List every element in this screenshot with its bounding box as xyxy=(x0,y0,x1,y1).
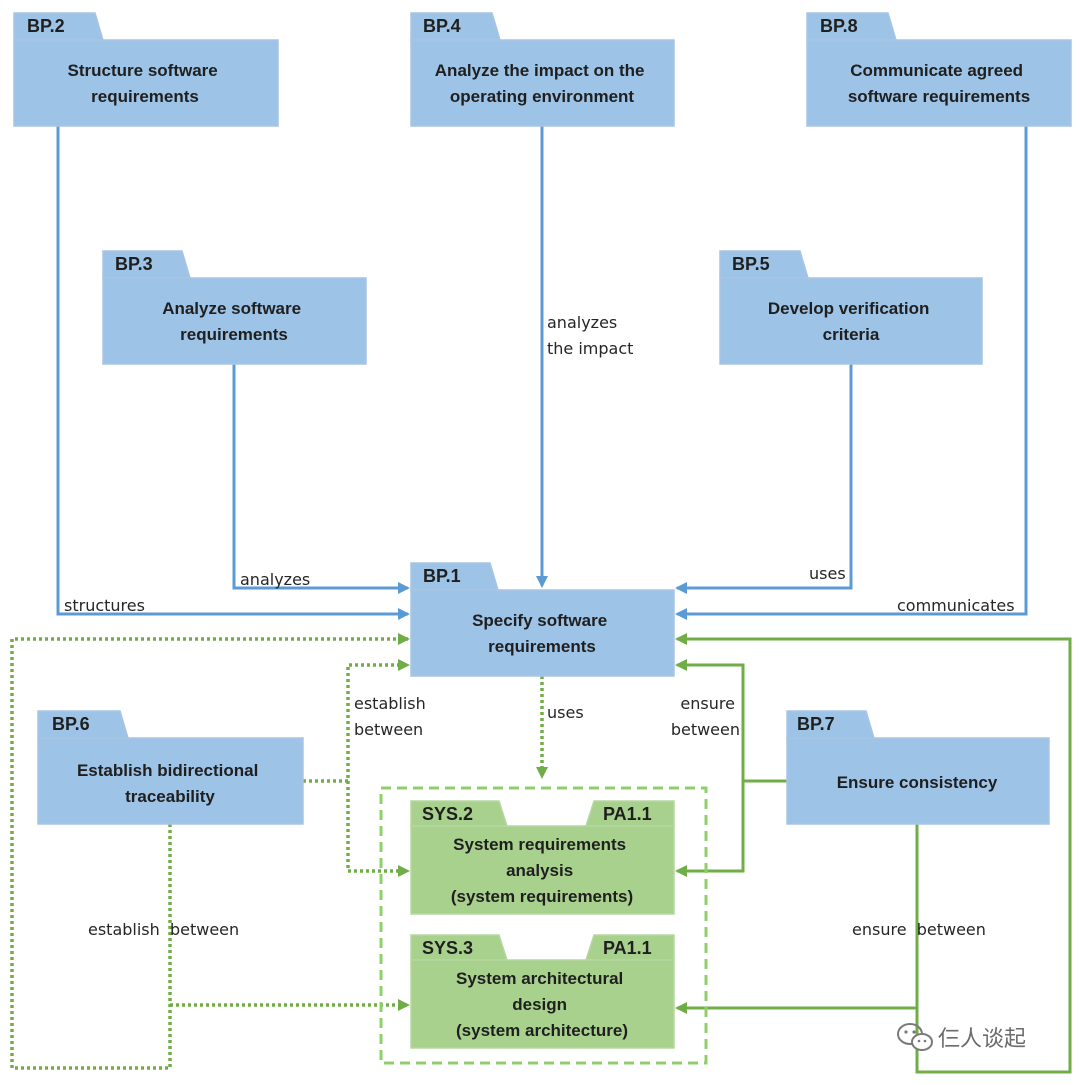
wechat-icon xyxy=(897,1023,933,1051)
node-label-line: (system architecture) xyxy=(456,1021,628,1040)
edge-label-establish-between-bottom: establish between xyxy=(88,920,239,939)
node-sys2[interactable]: SYS.2 PA1.1 System requirements analysis… xyxy=(410,800,675,915)
node-label-line: Analyze software xyxy=(162,299,301,318)
svg-text:System requirements anal: System requirements analysis (system req… xyxy=(451,835,633,906)
edge-bp8-bp1 xyxy=(675,126,1028,620)
svg-text:Analyze software require: Analyze software requirements xyxy=(162,299,306,344)
edge-label-analyzes: analyzes xyxy=(240,570,310,589)
node-label-line: criteria xyxy=(823,325,880,344)
svg-text:Analyze the impact on the: Analyze the impact on the operating envi… xyxy=(435,61,649,106)
node-label-line: operating environment xyxy=(450,87,635,106)
edge-bp6-bp1-outer xyxy=(10,633,410,1070)
node-label-line: requirements xyxy=(91,87,199,106)
edge-label-analyzes-impact: analyzes the impact xyxy=(547,313,633,358)
edge-bp6-sys2 xyxy=(346,781,410,877)
node-tag: BP.1 xyxy=(423,566,461,586)
node-label-line: Structure software xyxy=(68,61,218,80)
node-bp2[interactable]: BP.2 Structure software requirements xyxy=(13,12,279,127)
edge-label-structures: structures xyxy=(64,596,145,615)
node-bp4[interactable]: BP.4 Analyze the impact on the operating… xyxy=(410,12,675,127)
node-tag: SYS.2 xyxy=(422,804,473,824)
svg-text:Establish bidirectional: Establish bidirectional traceability xyxy=(77,761,263,806)
edge-label-uses-bp5: uses xyxy=(809,564,846,583)
watermark: 仨人谈起 xyxy=(897,1023,1026,1052)
node-label-line: System requirements xyxy=(453,835,626,854)
svg-text:System architectural des: System architectural design (system arch… xyxy=(456,969,628,1040)
edge-label-establish-between-top: establish between xyxy=(354,694,431,739)
node-tag: BP.7 xyxy=(797,714,835,734)
node-bp8[interactable]: BP.8 Communicate agreed software require… xyxy=(806,12,1072,127)
watermark-text: 仨人谈起 xyxy=(938,1027,1026,1052)
node-label-line: Communicate agreed xyxy=(850,61,1023,80)
edge-bp5-bp1 xyxy=(675,364,853,594)
node-tag-right: PA1.1 xyxy=(603,938,652,958)
edge-bp7-sys3 xyxy=(675,824,919,1014)
svg-text:Communicate agreed softw: Communicate agreed software requirements xyxy=(848,61,1030,106)
node-tag: SYS.3 xyxy=(422,938,473,958)
edge-bp7-bp1-inner xyxy=(675,659,787,783)
edge-label-ensure-between-top: ensure between xyxy=(671,694,740,739)
sys-group-container xyxy=(379,786,708,1065)
svg-text:Ensure consistency: Ensure consistency xyxy=(837,773,998,792)
node-label-line: System architectural xyxy=(456,969,623,988)
node-tag-right: PA1.1 xyxy=(603,804,652,824)
node-label-line: requirements xyxy=(180,325,288,344)
node-label-line: requirements xyxy=(488,637,596,656)
node-bp5[interactable]: BP.5 Develop verification criteria xyxy=(719,250,983,365)
edge-label-uses-sys: uses xyxy=(547,703,584,722)
svg-text:Specify software require: Specify software requirements xyxy=(472,611,612,656)
node-tag: BP.4 xyxy=(423,16,461,36)
node-label-line: software requirements xyxy=(848,87,1030,106)
svg-text:Structure software requi: Structure software requirements xyxy=(68,61,223,106)
edge-bp3-bp1 xyxy=(232,364,410,594)
edge-bp2-bp1 xyxy=(56,126,410,620)
node-bp3[interactable]: BP.3 Analyze software requirements xyxy=(102,250,367,365)
node-label-line: design xyxy=(512,995,567,1014)
node-tag: BP.5 xyxy=(732,254,770,274)
node-label-line: Develop verification xyxy=(768,299,930,318)
node-tag: BP.3 xyxy=(115,254,153,274)
edge-label-communicates: communicates xyxy=(897,596,1015,615)
node-label-line: Ensure consistency xyxy=(837,773,998,792)
edge-bp7-bp1-outer xyxy=(675,633,1072,1074)
node-tag: BP.2 xyxy=(27,16,65,36)
node-bp6[interactable]: BP.6 Establish bidirectional traceabilit… xyxy=(37,710,304,825)
node-bp7[interactable]: BP.7 Ensure consistency xyxy=(786,710,1050,825)
node-sys3[interactable]: SYS.3 PA1.1 System architectural design … xyxy=(410,934,675,1049)
node-tag: BP.8 xyxy=(820,16,858,36)
node-label-line: Specify software xyxy=(472,611,607,630)
edge-bp7-sys2 xyxy=(675,781,745,877)
node-label-line: Establish bidirectional xyxy=(77,761,258,780)
edge-label-ensure-between-bottom: ensure between xyxy=(852,920,986,939)
node-label-line: traceability xyxy=(125,787,215,806)
svg-text:Develop verification cri: Develop verification criteria xyxy=(768,299,934,344)
edge-bp6-bp1-inner xyxy=(303,659,410,783)
node-bp1[interactable]: BP.1 Specify software requirements xyxy=(410,562,675,677)
node-tag: BP.6 xyxy=(52,714,90,734)
node-label-line: (system requirements) xyxy=(451,887,633,906)
node-label-line: analysis xyxy=(506,861,573,880)
node-label-line: Analyze the impact on the xyxy=(435,61,645,80)
